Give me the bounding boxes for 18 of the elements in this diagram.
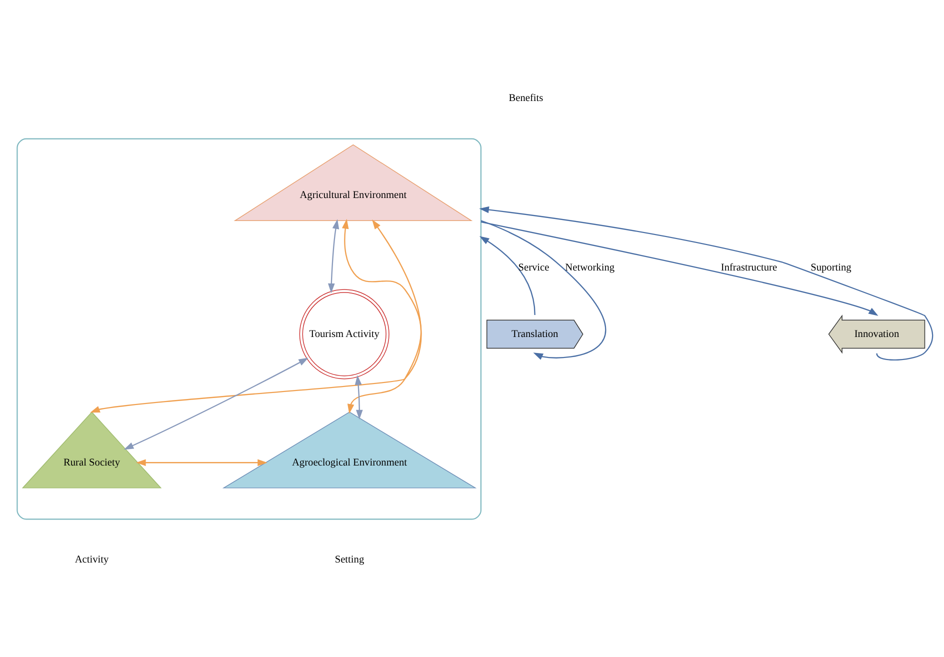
arrow	[480, 220, 878, 316]
cluster	[16, 138, 482, 520]
edge-label: Suporting	[810, 262, 852, 273]
edge-label: Networking	[565, 262, 615, 273]
arrow	[354, 374, 363, 420]
edge-label: Infrastructure	[720, 262, 778, 273]
arrow	[328, 218, 340, 293]
label: Activity	[74, 554, 109, 565]
arrow	[342, 218, 422, 414]
arrow	[480, 220, 606, 360]
arrow	[90, 218, 422, 412]
edge-label: Service	[518, 262, 550, 273]
label: Setting	[334, 554, 364, 565]
label: Benefits	[508, 92, 544, 104]
arrow	[479, 206, 934, 360]
arrow	[124, 357, 308, 450]
arrow	[136, 458, 268, 466]
arrow	[479, 236, 536, 314]
